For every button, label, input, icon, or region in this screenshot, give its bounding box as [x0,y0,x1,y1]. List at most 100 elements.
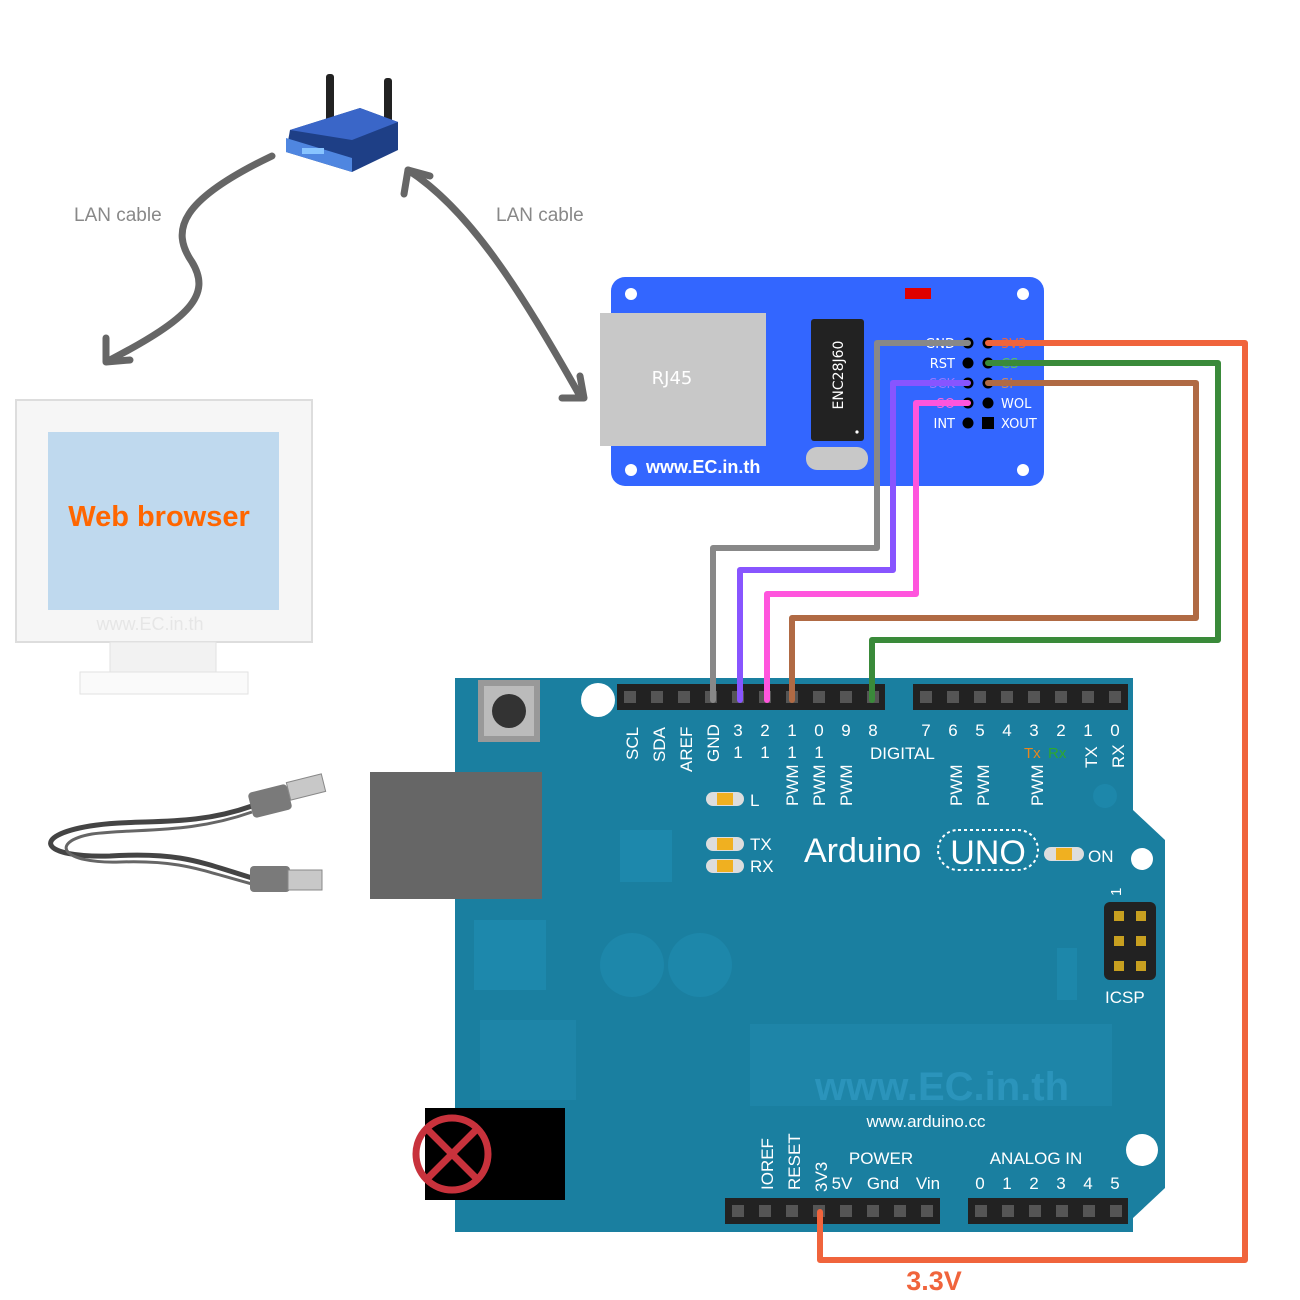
router-icon [286,74,398,172]
wire-sck [737,380,971,703]
wire-so [764,400,971,703]
power-pin-3v3: 3V3 [812,1162,831,1192]
pin-label-scl: SCL [623,727,642,760]
reset-button[interactable] [478,680,540,742]
pin-label-5: 5 [975,721,984,740]
lan-cable-right-label: LAN cable [496,205,584,226]
rj45-label: RJ45 [652,368,693,389]
power-pin-reset: RESET [785,1133,804,1190]
pin-label-10-bot: 1 [814,743,823,762]
analog-pin-4: 4 [1083,1174,1092,1193]
pin-label-13-top: 3 [733,721,742,740]
pin-label-9: 9 [841,721,850,740]
analog-pin-1: 1 [1002,1174,1011,1193]
usb-port [370,772,542,899]
pwm-11: PWM [783,764,802,806]
lan-cable-left [106,152,276,364]
icsp-pin1-label: 1 [1108,888,1125,896]
analog-pin-0: 0 [975,1174,984,1193]
pwm-9: PWM [837,764,856,806]
tx-pin-label: TX [1082,746,1101,768]
pin-label-2: 2 [1056,721,1065,740]
bottom-pin-holes [732,1205,1122,1217]
led-on-label: ON [1088,847,1114,866]
wire-gnd [710,340,971,703]
icsp-header [1104,902,1156,980]
pin-label-0: 0 [1110,721,1119,740]
power-pin-ioref: IOREF [758,1138,777,1190]
arduino-model: UNO [950,834,1026,872]
tx-led-label: Tx [1024,745,1041,762]
wire-si [789,380,1199,703]
enc28j60-module: RJ45 ENC28J60 www.EC.in.th GND RST SCK S… [600,277,1044,486]
power-header [725,1198,940,1224]
pin-rst: RST [930,357,955,372]
rj45-jack [600,313,766,446]
power-pin-gnd: Gnd [867,1174,899,1193]
chip-label: ENC28J60 [831,341,847,410]
pin-label-13-bot: 1 [733,743,742,762]
voltage-label: 3.3V [906,1266,962,1296]
analog-pin-2: 2 [1029,1174,1038,1193]
wire-cs [869,360,1221,703]
power-label: POWER [849,1149,913,1168]
rx-pin-label: RX [1109,744,1128,768]
arduino-url: www.arduino.cc [865,1112,986,1131]
pin-label-11-bot: 1 [787,743,796,762]
enc-chip [811,319,864,441]
arduino-brand: Arduino [804,832,921,870]
analog-pin-3: 3 [1056,1174,1065,1193]
wires [710,340,1248,1263]
arduino-uno-board: SCL SDA AREF GND 3 1 2 1 1 1 0 1 9 8 7 6… [370,678,1165,1232]
module-led [905,288,931,299]
wire-3v3 [817,340,1248,1263]
pwm-6: PWM [947,764,966,806]
pin-label-1: 1 [1083,721,1092,740]
board-watermark: www.EC.in.th [814,1065,1069,1109]
power-pin-5v: 5V [832,1174,853,1193]
pin-label-6: 6 [948,721,957,740]
not-used-icon [412,1114,492,1194]
pwm-5: PWM [974,764,993,806]
pin-label-gnd: GND [704,724,723,762]
pin-label-12-top: 2 [760,721,769,740]
analog-header [968,1198,1128,1224]
pin-label-11-top: 1 [787,721,796,740]
pin-int: INT [934,417,956,432]
led-on [1044,847,1084,861]
pin-label-aref: AREF [677,727,696,772]
pin-xout: XOUT [1001,417,1037,432]
crystal [806,447,868,470]
led-rx [706,859,744,873]
lan-cable-left-label: LAN cable [74,205,162,226]
pin-label-3: 3 [1029,721,1038,740]
monitor-watermark: www.EC.in.th [95,614,203,634]
led-l [706,792,744,806]
pwm-3: PWM [1028,764,1047,806]
pin-label-4: 4 [1002,721,1011,740]
pwm-10: PWM [810,764,829,806]
led-rx-label: RX [750,857,774,876]
lan-cable-right [404,166,584,400]
web-browser-label: Web browser [68,501,250,533]
usb-cable-icon [48,773,327,892]
analog-label: ANALOG IN [990,1149,1083,1168]
pin-label-sda: SDA [650,726,669,762]
pin-wol: WOL [1001,397,1032,412]
pin-label-7: 7 [921,721,930,740]
power-pin-vin: Vin [916,1174,940,1193]
module-url: www.EC.in.th [645,457,760,477]
pin-label-8: 8 [868,721,877,740]
analog-pin-5: 5 [1110,1174,1119,1193]
rx-led-label: Rx [1048,745,1067,762]
pin-label-12-bot: 1 [760,743,769,762]
led-tx [706,837,744,851]
led-tx-label: TX [750,835,772,854]
digital-label: DIGITAL [870,744,935,763]
icsp-label: ICSP [1105,988,1145,1007]
monitor: Web browser www.EC.in.th [15,399,313,695]
led-l-label: L [750,791,759,810]
pin-label-10-top: 0 [814,721,823,740]
digital-header-right [913,684,1128,710]
